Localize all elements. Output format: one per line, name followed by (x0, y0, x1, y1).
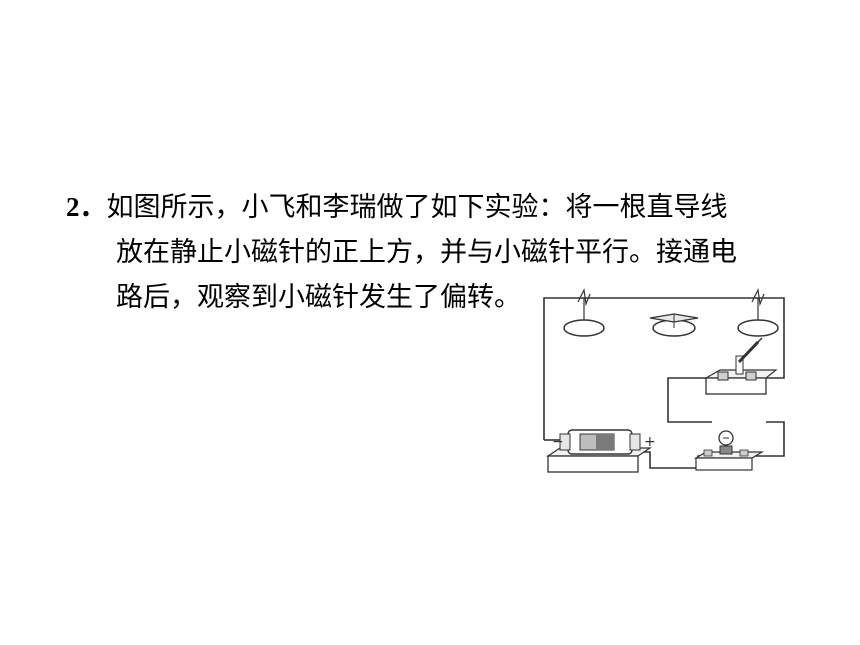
question-number: 2． (66, 192, 107, 222)
battery-plus-label: + (644, 434, 656, 450)
compass-left (563, 288, 605, 337)
question-line-1: 2．如图所示，小飞和李瑞做了如下实验：将一根直导线 (66, 185, 806, 230)
battery: − + (546, 429, 656, 473)
question-text: 2．如图所示，小飞和李瑞做了如下实验：将一根直导线 放在静止小磁针的正上方，并与… (66, 185, 806, 320)
question-line-1-text: 如图所示，小飞和李瑞做了如下实验：将一根直导线 (106, 192, 728, 223)
battery-minus-label: − (552, 434, 564, 450)
light-bulb (693, 430, 765, 471)
question-line-2: 放在静止小磁针的正上方，并与小磁针平行。接通电 (116, 237, 737, 268)
circuit-diagram: − + (543, 288, 785, 473)
wire (543, 297, 785, 469)
question-line-3: 路后，观察到小磁针发生了偏转。 (116, 282, 521, 313)
compass-right (737, 288, 779, 337)
compass-middle (649, 313, 699, 337)
knife-switch (703, 337, 778, 395)
